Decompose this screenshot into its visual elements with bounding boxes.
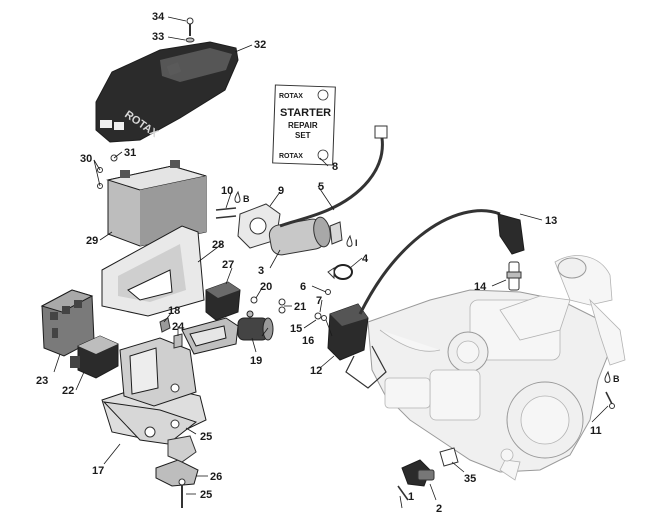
label-6: 6 — [300, 281, 306, 293]
label-10: 10 — [221, 185, 233, 197]
label-3: 3 — [258, 265, 264, 277]
label-15: 15 — [290, 323, 302, 335]
label-25a: 25 — [200, 431, 212, 443]
symbol-b-right: B — [613, 374, 620, 384]
label-18: 18 — [168, 305, 180, 317]
ignition-coil — [327, 209, 525, 389]
starter-relay — [205, 281, 241, 321]
symbol-i: I — [355, 238, 358, 248]
bracket-frame — [101, 317, 239, 445]
cover-screw — [185, 17, 195, 43]
label-8: 8 — [332, 161, 338, 173]
label-21: 21 — [294, 301, 306, 313]
label-12: 12 — [310, 365, 322, 377]
label-14: 14 — [474, 281, 487, 293]
label-11: 11 — [590, 425, 602, 437]
small-clips — [159, 317, 183, 349]
label-32: 32 — [254, 39, 266, 51]
label-28: 28 — [212, 239, 224, 251]
callout-labels: 1 2 3 4 5 6 7 8 9 10 11 12 13 14 15 16 1… — [36, 11, 602, 515]
starter-repair-card: ROTAX STARTER REPAIR SET ROTAX — [272, 84, 336, 166]
label-35: 35 — [464, 473, 476, 485]
engine-ghost — [367, 255, 626, 481]
adhesive-symbols: B I B — [234, 190, 620, 384]
label-9: 9 — [278, 185, 284, 197]
card-brand-top: ROTAX — [279, 93, 303, 100]
label-2: 2 — [436, 503, 442, 515]
label-20: 20 — [260, 281, 272, 293]
symbol-b-top: B — [243, 194, 250, 204]
regulator — [70, 335, 119, 379]
label-17: 17 — [92, 465, 104, 477]
sensor — [397, 447, 459, 501]
terminal-nuts — [250, 296, 286, 314]
label-33: 33 — [152, 31, 164, 43]
card-line3: SET — [295, 131, 311, 140]
card-brand-bottom: ROTAX — [279, 153, 303, 160]
solenoid — [237, 310, 274, 341]
engine-bolt — [605, 391, 615, 409]
label-25b: 25 — [200, 489, 212, 501]
label-34: 34 — [152, 11, 165, 23]
label-24: 24 — [172, 321, 185, 333]
label-5: 5 — [318, 181, 324, 193]
clamp — [155, 435, 199, 508]
label-19: 19 — [250, 355, 262, 367]
battery-holder — [101, 225, 205, 317]
label-22: 22 — [62, 385, 74, 397]
battery-cover: ROTAX — [95, 41, 239, 143]
label-13: 13 — [545, 215, 557, 227]
control-unit — [40, 289, 95, 357]
label-16: 16 — [302, 335, 314, 347]
card-line2: REPAIR — [288, 121, 318, 130]
label-26: 26 — [210, 471, 222, 483]
label-7: 7 — [316, 295, 322, 307]
label-27: 27 — [222, 259, 234, 271]
label-1: 1 — [408, 491, 414, 503]
label-30: 30 — [80, 153, 92, 165]
label-29: 29 — [86, 235, 98, 247]
label-23: 23 — [36, 375, 48, 387]
label-4: 4 — [362, 253, 369, 265]
card-title: STARTER — [280, 107, 331, 119]
spark-plug — [506, 261, 522, 291]
label-31: 31 — [124, 147, 136, 159]
leader-lines — [53, 16, 609, 509]
